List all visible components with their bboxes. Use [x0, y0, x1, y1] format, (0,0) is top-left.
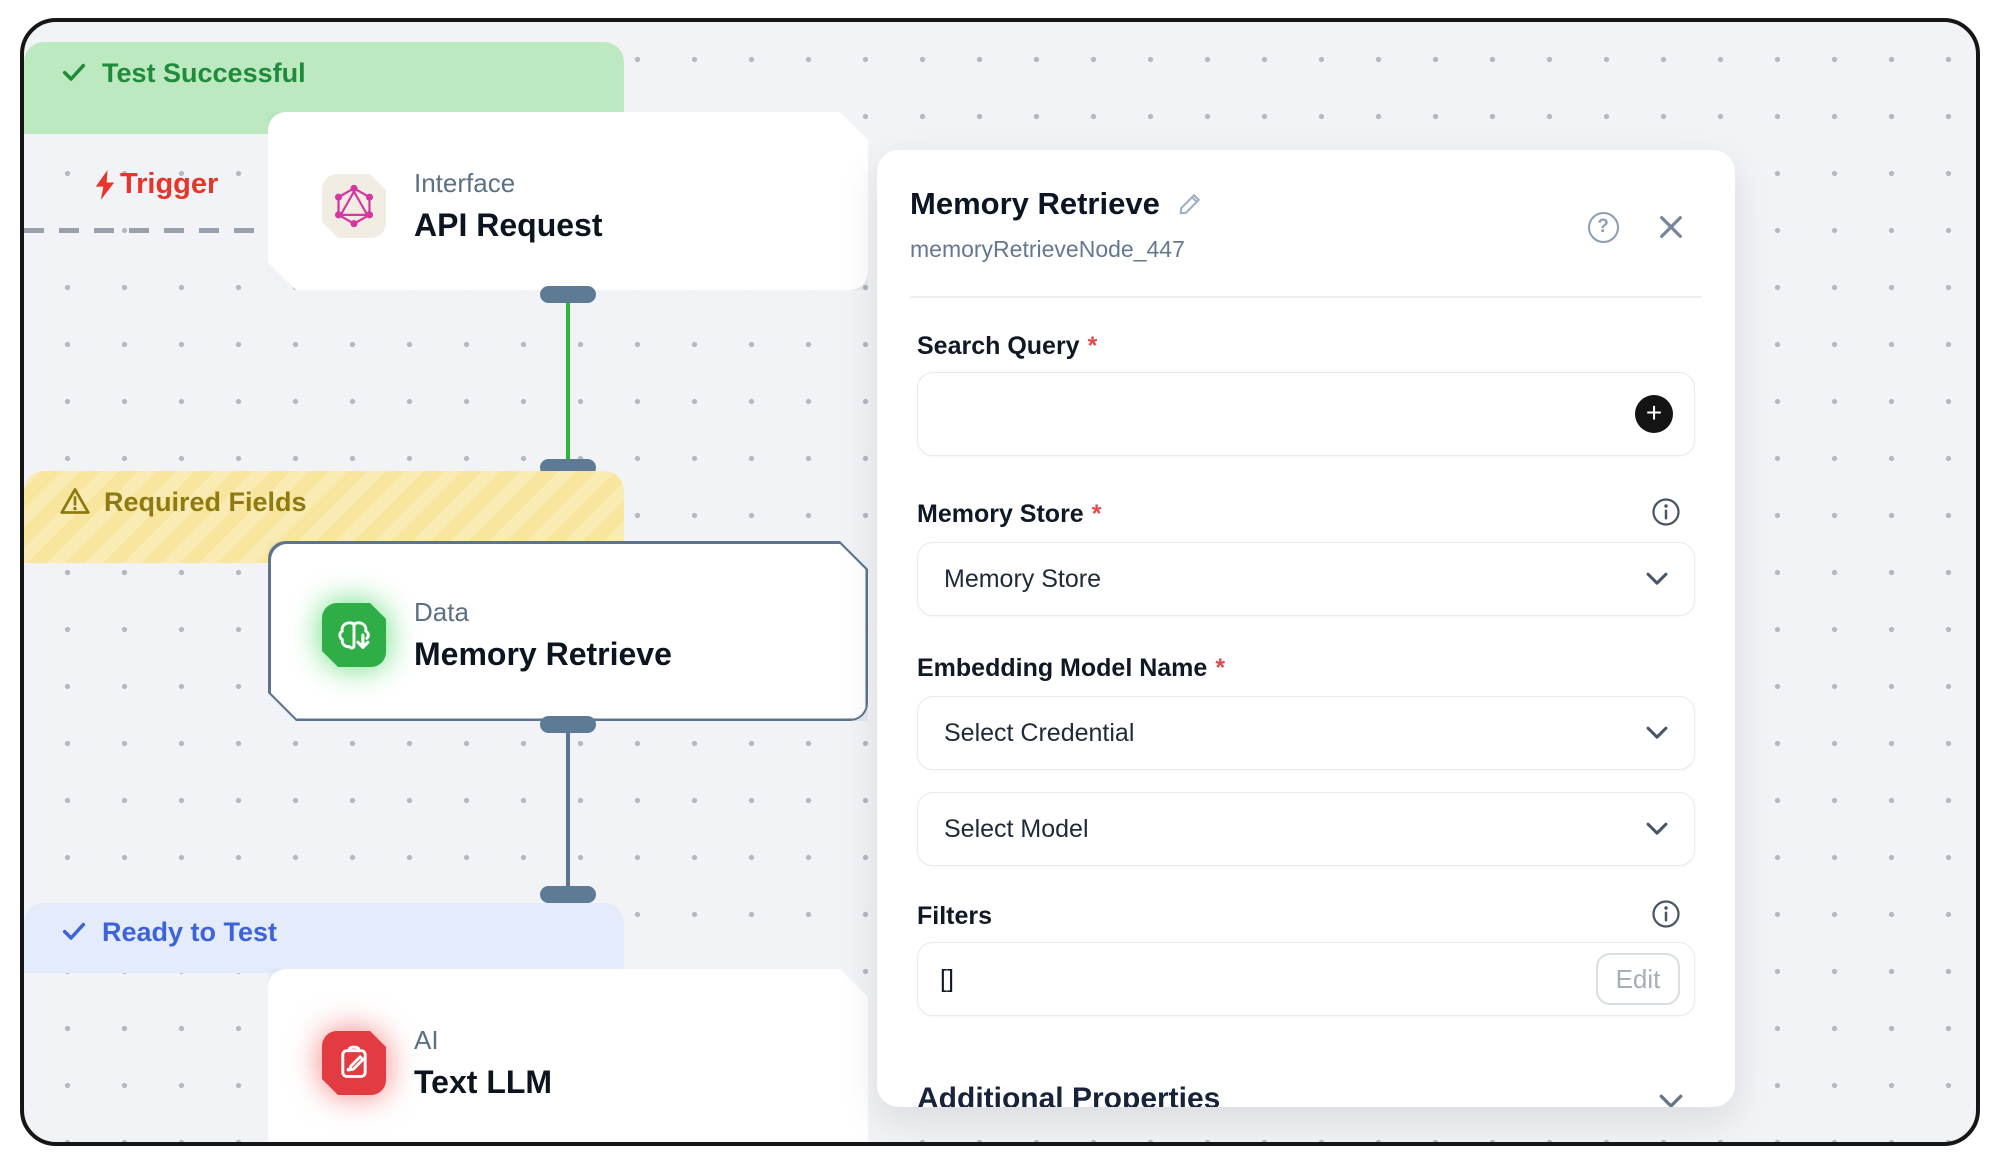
edit-title-icon[interactable]: [1176, 190, 1204, 218]
required-mark: *: [1092, 500, 1102, 528]
node-id: memoryRetrieveNode_447: [910, 236, 1185, 263]
required-mark: *: [1215, 654, 1225, 682]
memory-store-value: Memory Store: [944, 565, 1101, 594]
info-icon[interactable]: [1651, 497, 1681, 527]
credential-select[interactable]: Select Credential: [917, 696, 1695, 770]
status-banner-label: Ready to Test: [102, 917, 277, 948]
status-banner-label: Required Fields: [104, 487, 307, 518]
filters-value: []: [940, 965, 954, 994]
check-icon: [60, 917, 88, 945]
graphql-icon: [322, 174, 386, 238]
workflow-canvas[interactable]: Trigger Test Successful: [20, 18, 1980, 1146]
memory-store-select[interactable]: Memory Store: [917, 542, 1695, 616]
memory-brain-icon: [322, 603, 386, 667]
node-memory-retrieve-content[interactable]: Data Memory Retrieve: [322, 597, 672, 673]
status-banner-label: Test Successful: [102, 58, 306, 89]
edge-memory-to-llm: [566, 733, 570, 887]
add-variable-button[interactable]: +: [1635, 395, 1673, 433]
trigger-text: Trigger: [120, 168, 218, 201]
node-config-panel: Memory Retrieve ? memoryRetrieveNode_447…: [877, 150, 1735, 1107]
status-banner-ready-to-test: Ready to Test: [24, 903, 624, 973]
check-icon: [60, 58, 88, 86]
edit-filters-button[interactable]: Edit: [1596, 953, 1680, 1005]
trigger-connection-line: [24, 228, 270, 233]
node-category: AI: [414, 1025, 552, 1056]
model-value: Select Model: [944, 815, 1089, 844]
chevron-down-icon: [1646, 726, 1668, 740]
edge-api-to-memory: [566, 303, 570, 459]
credential-value: Select Credential: [944, 719, 1134, 748]
node-category: Data: [414, 597, 672, 628]
required-mark: *: [1088, 332, 1098, 360]
node-title: Text LLM: [414, 1064, 552, 1101]
help-glyph: ?: [1597, 216, 1609, 238]
search-query-label: Search Query*: [917, 332, 1097, 361]
input-port-text-llm[interactable]: [540, 886, 596, 903]
help-button[interactable]: ?: [1585, 209, 1621, 245]
chevron-down-icon[interactable]: [1659, 1094, 1683, 1107]
chevron-down-icon: [1646, 822, 1668, 836]
close-icon[interactable]: [1653, 209, 1689, 245]
filters-label: Filters: [917, 902, 992, 931]
embedding-model-label: Embedding Model Name*: [917, 654, 1225, 683]
node-title: API Request: [414, 207, 602, 244]
lightning-bolt-icon: [94, 170, 116, 200]
warning-icon: [60, 487, 90, 515]
node-text-llm[interactable]: AI Text LLM: [268, 969, 868, 1146]
search-query-input[interactable]: [917, 372, 1695, 456]
plus-glyph: +: [1646, 397, 1662, 428]
output-port-api-request[interactable]: [540, 286, 596, 303]
panel-title: Memory Retrieve: [910, 186, 1160, 222]
model-select[interactable]: Select Model: [917, 792, 1695, 866]
trigger-label: Trigger: [94, 168, 218, 201]
node-api-request[interactable]: Interface API Request: [268, 112, 868, 290]
info-icon[interactable]: [1651, 899, 1681, 929]
clipboard-pen-icon: [322, 1031, 386, 1095]
chevron-down-icon: [1646, 572, 1668, 586]
node-category: Interface: [414, 168, 602, 199]
memory-store-label: Memory Store*: [917, 500, 1101, 529]
output-port-memory-retrieve[interactable]: [540, 716, 596, 733]
node-title: Memory Retrieve: [414, 636, 672, 673]
divider: [910, 296, 1702, 298]
filters-field[interactable]: [] Edit: [917, 942, 1695, 1016]
additional-properties-heading[interactable]: Additional Properties: [917, 1082, 1220, 1107]
